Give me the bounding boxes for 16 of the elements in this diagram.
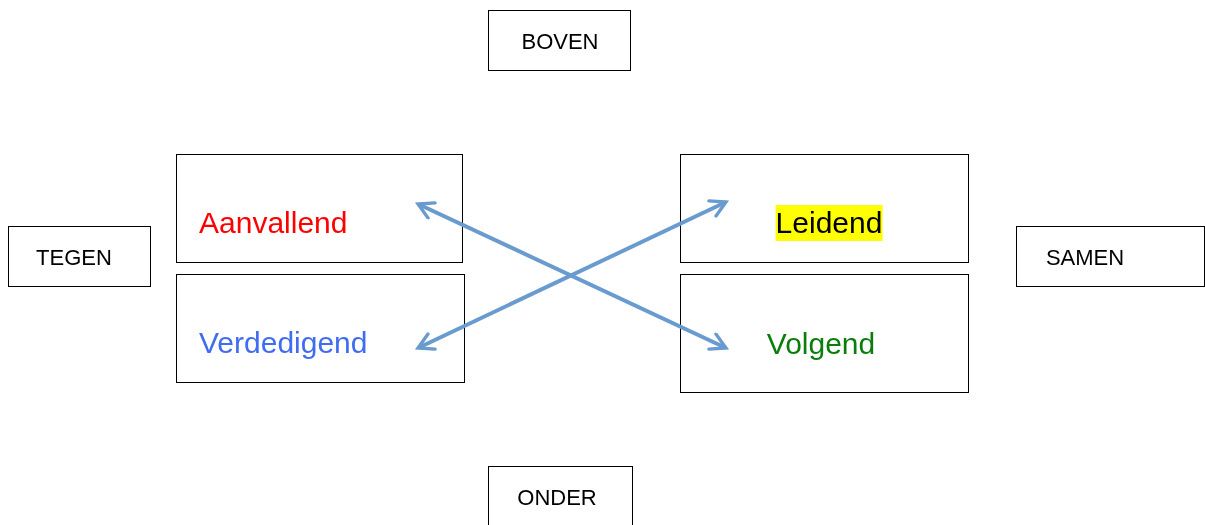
label-box xyxy=(1016,226,1205,287)
box-label: Verdedigend xyxy=(199,325,368,361)
box-label: TEGEN xyxy=(36,244,112,272)
label-box xyxy=(488,10,631,71)
label-box xyxy=(8,226,151,287)
box-label: Volgend xyxy=(766,326,876,362)
category-box xyxy=(176,274,465,383)
category-box xyxy=(176,154,463,263)
box-label: ONDER xyxy=(517,484,597,512)
box-label: Aanvallend xyxy=(199,205,348,241)
highlighted-label: Leidend xyxy=(775,205,883,241)
category-box xyxy=(680,154,969,263)
box-label: SAMEN xyxy=(1045,244,1125,272)
label-box xyxy=(488,466,633,525)
box-label: BOVEN xyxy=(521,28,599,56)
category-box xyxy=(680,274,969,393)
